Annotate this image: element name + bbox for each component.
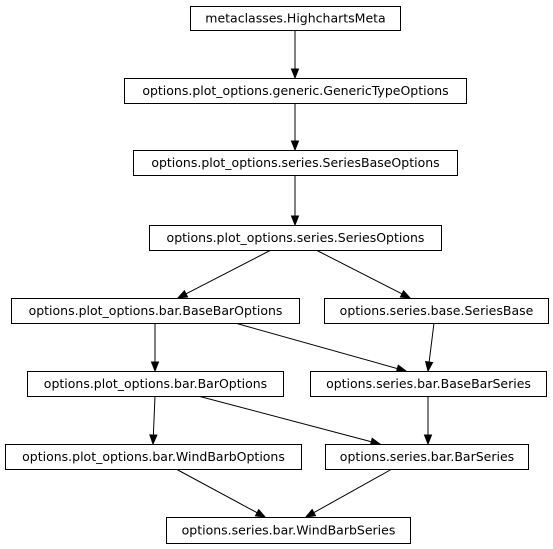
arrowhead-icon [304,508,317,518]
node-label: options.plot_options.generic.GenericType… [142,83,448,98]
arrowhead-icon [290,215,300,227]
node-wind-barb-series[interactable]: options.series.bar.WindBarbSeries [166,517,411,544]
node-label: options.plot_options.bar.BarOptions [44,376,267,391]
node-generic-type-options[interactable]: options.plot_options.generic.GenericType… [124,78,467,104]
edge-base_bar_options-to-base_bar_series [234,322,408,373]
edge-series_options-to-base_bar_options [176,249,272,299]
node-base-bar-options[interactable]: options.plot_options.bar.BaseBarOptions [11,298,300,324]
edge-base_bar_options-to-bar_options [150,323,160,373]
node-box [190,6,401,31]
edge-generic_type_options-to-series_base_options [290,103,300,152]
arrowhead-icon [399,289,412,299]
arrowhead-icon [176,289,189,299]
node-series-base-options[interactable]: options.plot_options.series.SeriesBaseOp… [133,150,458,176]
node-box [133,150,458,176]
node-label: metaclasses.HighchartsMeta [205,11,385,26]
edge-highcharts_meta-to-generic_type_options [290,30,300,80]
node-highcharts-meta[interactable]: metaclasses.HighchartsMeta [190,6,401,31]
edge-line [315,249,404,295]
edge-line [197,395,373,443]
node-label: options.plot_options.bar.WindBarbOptions [22,449,285,464]
arrowhead-icon [150,361,160,373]
node-box [124,78,467,104]
edge-wind_barb_options-to-wind_barb_series [175,468,267,518]
node-box [5,444,302,470]
node-label: options.series.bar.WindBarbSeries [182,523,396,538]
node-wind-barb-options[interactable]: options.plot_options.bar.WindBarbOptions [5,444,302,470]
node-box [11,298,300,324]
edge-line [184,249,272,295]
arrowhead-icon [290,68,300,80]
node-box [166,517,411,544]
node-label: options.series.bar.BarSeries [340,449,514,464]
edge-line [152,395,156,437]
node-box [324,298,549,324]
nodes-layer: metaclasses.HighchartsMeta options.plot_o… [5,6,549,544]
edge-series_base_options-to-series_options [290,175,300,227]
node-series-options[interactable]: options.plot_options.series.SeriesOption… [149,225,442,251]
edge-line [175,468,259,514]
arrowhead-icon [254,508,267,518]
node-label: options.plot_options.series.SeriesBaseOp… [151,155,439,170]
edge-bar_options-to-bar_series [197,395,382,446]
node-series-base[interactable]: options.series.base.SeriesBase [324,298,549,324]
edges-layer [149,30,435,518]
node-box [27,371,284,397]
edge-line [234,322,399,370]
node-box [149,225,442,251]
node-bar-series[interactable]: options.series.bar.BarSeries [325,444,529,470]
edge-line [312,468,393,514]
edge-series_options-to-series_base [315,249,412,299]
node-bar-options[interactable]: options.plot_options.bar.BarOptions [27,371,284,397]
edge-line [428,322,435,364]
arrowhead-icon [290,140,300,152]
arrowhead-icon [423,434,433,446]
node-box [310,371,547,397]
node-box [325,444,529,470]
arrowhead-icon [395,364,408,373]
node-label: options.series.base.SeriesBase [340,303,534,318]
node-label: options.series.bar.BaseBarSeries [326,376,531,391]
edge-base_bar_series-to-bar_series [423,396,433,446]
node-label: options.plot_options.bar.BaseBarOptions [29,303,283,318]
edge-series_base-to-base_bar_series [424,322,435,373]
edge-bar_options-to-wind_barb_options [149,395,158,446]
node-base-bar-series[interactable]: options.series.bar.BaseBarSeries [310,371,547,397]
node-label: options.plot_options.series.SeriesOption… [167,230,425,245]
arrowhead-icon [424,361,434,373]
edge-bar_series-to-wind_barb_series [304,468,393,518]
arrowhead-icon [149,434,158,446]
